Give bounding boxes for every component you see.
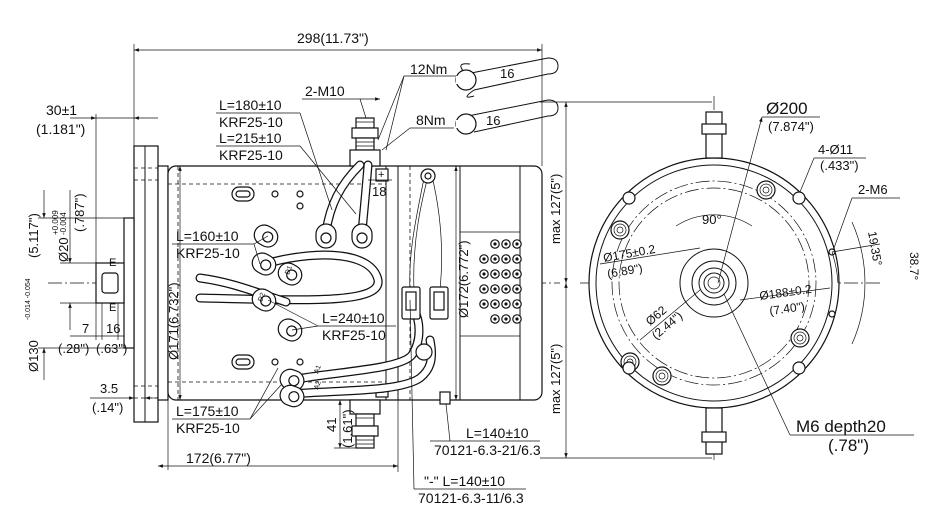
plus-mark: + bbox=[378, 169, 384, 181]
diameter-200: Ø200 bbox=[766, 99, 808, 118]
holes-4-dia-11: 4-Ø11 bbox=[818, 142, 853, 157]
pilot-diameter-in: (5.117") bbox=[26, 213, 41, 258]
svg-text:L=140±10: L=140±10 bbox=[466, 425, 529, 441]
pilot-diameter: Ø130 bbox=[26, 340, 41, 372]
torque-8nm: 8Nm bbox=[416, 112, 446, 128]
angle-38-7: 38.7° bbox=[907, 252, 921, 280]
max-height-bottom: max 127(5") bbox=[548, 344, 563, 414]
angle-90: 90° bbox=[702, 212, 722, 227]
cable-lugs bbox=[251, 223, 373, 408]
svg-text:L=215±10: L=215±10 bbox=[219, 130, 282, 146]
vent-holes bbox=[479, 239, 522, 324]
max-height-top: max 127(5") bbox=[548, 174, 563, 244]
svg-text:KRF25-10: KRF25-10 bbox=[176, 420, 240, 436]
holes-4-dia-11-in: (.433") bbox=[820, 158, 859, 173]
minus-mark: − bbox=[378, 387, 384, 399]
m10-label: 2-M10 bbox=[305, 83, 345, 99]
wrench-size-12: 16 bbox=[500, 66, 514, 81]
body-length: 172(6.77") bbox=[186, 450, 251, 466]
terminal-studs-bottom: − bbox=[349, 386, 389, 449]
key-dim-7: 7 bbox=[82, 321, 89, 336]
svg-text:KRF25-10: KRF25-10 bbox=[219, 114, 283, 130]
svg-text:70121-6.3-21/6.3: 70121-6.3-21/6.3 bbox=[434, 442, 541, 458]
stud-length: 41 bbox=[324, 418, 339, 432]
key-dim-16: 16 bbox=[106, 321, 120, 336]
wrench-8nm bbox=[455, 99, 559, 135]
wrench-size-8: 16 bbox=[486, 113, 500, 128]
lug-label-d2: D2 bbox=[257, 292, 267, 303]
svg-text:L=160±10: L=160±10 bbox=[176, 228, 239, 244]
bolt-heads bbox=[610, 180, 810, 386]
pilot-tolerance: -0.014 -0.054 bbox=[25, 278, 32, 320]
shaft-tol-upper: +0.009 bbox=[51, 210, 60, 235]
flange-thickness: 30±1 bbox=[46, 102, 77, 118]
svg-text:70121-6.3-11/6.3: 70121-6.3-11/6.3 bbox=[418, 490, 524, 506]
lug-label-a1: A1 bbox=[313, 364, 323, 375]
e-mark-bottom: E bbox=[109, 302, 116, 314]
tapped-2-m6: 2-M6 bbox=[858, 182, 888, 197]
mounting-flange bbox=[133, 145, 159, 423]
svg-text:L=240±10: L=240±10 bbox=[322, 310, 385, 326]
svg-text:"-" L=140±10: "-" L=140±10 bbox=[424, 473, 505, 489]
flange-gap-in: (.14") bbox=[92, 400, 123, 415]
e-mark-top: E bbox=[109, 257, 116, 269]
cable-labels: L=180±10 KRF25-10 L=215±10 KRF25-10 L=16… bbox=[172, 97, 541, 506]
lug-label-a2: A2 bbox=[313, 380, 323, 391]
svg-text:L=180±10: L=180±10 bbox=[219, 97, 282, 113]
overall-length: 298(11.73") bbox=[297, 30, 369, 46]
body-diameter-171: Ø171(6.732") bbox=[166, 282, 181, 360]
diameter-200-in: (7.874") bbox=[768, 119, 814, 134]
stud-length-in: (1.61") bbox=[340, 409, 355, 448]
body-diameter-172: Ø172(6.772") bbox=[456, 240, 471, 318]
svg-text:KRF25-10: KRF25-10 bbox=[219, 147, 283, 163]
shaft bbox=[95, 262, 125, 304]
shaft-tol-lower: -0.004 bbox=[59, 212, 68, 235]
svg-text:L=175±10: L=175±10 bbox=[176, 403, 239, 419]
torque-12nm: 12Nm bbox=[410, 61, 447, 77]
shaft-diameter-in: (.787") bbox=[72, 193, 87, 232]
m6-depth: M6 depth20 bbox=[796, 417, 886, 436]
svg-text:KRF25-10: KRF25-10 bbox=[322, 327, 386, 343]
key-dim-7-in: (.28") bbox=[58, 341, 89, 356]
end-view: 90° 19.35° 38.7° Ø200 (7.874") 4-Ø11 (.4… bbox=[580, 96, 921, 460]
flange-thickness-in: (1.181") bbox=[36, 121, 85, 137]
flange-gap: 3.5 bbox=[100, 381, 118, 396]
lug-label-d1: D1 bbox=[284, 265, 294, 276]
pcd-188-in: (7.40") bbox=[768, 299, 805, 318]
body-slots bbox=[231, 186, 304, 370]
wrench-12nm bbox=[455, 57, 559, 98]
terminal-offset-18: 18 bbox=[372, 184, 386, 199]
shaft-diameter: Ø20 bbox=[56, 237, 71, 262]
pcd-175-in: (6.89") bbox=[606, 261, 644, 281]
side-view: E E bbox=[25, 30, 712, 506]
angle-19-35: 19.35° bbox=[865, 230, 885, 267]
key-dim-16-in: (.63") bbox=[96, 341, 127, 356]
svg-text:KRF25-10: KRF25-10 bbox=[176, 245, 240, 261]
m6-depth-in: (.78") bbox=[828, 436, 869, 455]
